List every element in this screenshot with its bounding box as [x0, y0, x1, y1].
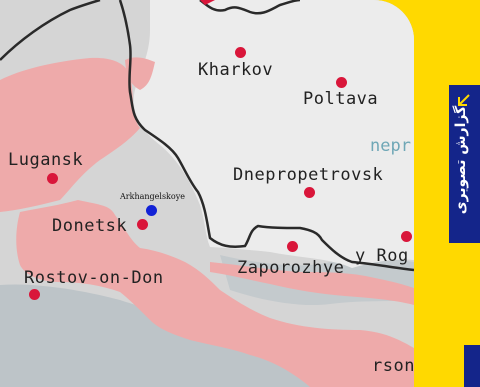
dnepropetrovsk-label: Dnepropetrovsk	[233, 165, 384, 185]
donetsk-label: Donetsk	[52, 216, 128, 236]
rostov-dot[interactable]	[28, 288, 40, 300]
map-canvas	[0, 0, 414, 387]
arkhangelskoye-marker[interactable]	[145, 204, 157, 216]
zaporozhye-dot[interactable]	[286, 240, 298, 252]
dnepropetrovsk-dot[interactable]	[303, 186, 315, 198]
side-strip	[464, 345, 480, 387]
dnieper-river-label: nepr	[370, 136, 411, 156]
front-line	[118, 0, 414, 272]
diagonal-arrow-icon	[458, 94, 470, 106]
occupied-strip	[125, 57, 155, 90]
krivoy-rog-label: y Rog	[355, 246, 409, 266]
top-city-marker	[200, 0, 215, 5]
border-top	[199, 0, 301, 15]
photo-report-label: گزارش تصویری	[453, 105, 469, 215]
occupied-donetsk	[16, 200, 414, 387]
arkhangelskoye-label: Arkhangelskoye	[120, 192, 185, 201]
krivoy-rog-dot[interactable]	[400, 230, 412, 242]
photo-report-badge[interactable]: گزارش تصویری	[449, 85, 480, 243]
occupied-south	[210, 262, 414, 305]
ukraine-land	[133, 0, 414, 268]
kharkov-label: Kharkov	[198, 60, 274, 80]
poltava-dot[interactable]	[335, 76, 347, 88]
border-north	[0, 0, 101, 61]
poltava-label: Poltava	[303, 89, 379, 109]
donetsk-dot[interactable]	[136, 218, 148, 230]
map[interactable]: Kharkov Poltava nepr Lugansk Dnepropetro…	[0, 0, 414, 387]
occupied-lugansk	[0, 57, 140, 213]
kherson-label: rson	[372, 356, 414, 376]
rostov-label: Rostov-on-Don	[24, 268, 164, 288]
lugansk-label: Lugansk	[8, 150, 84, 170]
lugansk-dot[interactable]	[46, 172, 58, 184]
kharkov-dot[interactable]	[234, 46, 246, 58]
zaporozhye-label: Zaporozhye	[237, 258, 345, 278]
